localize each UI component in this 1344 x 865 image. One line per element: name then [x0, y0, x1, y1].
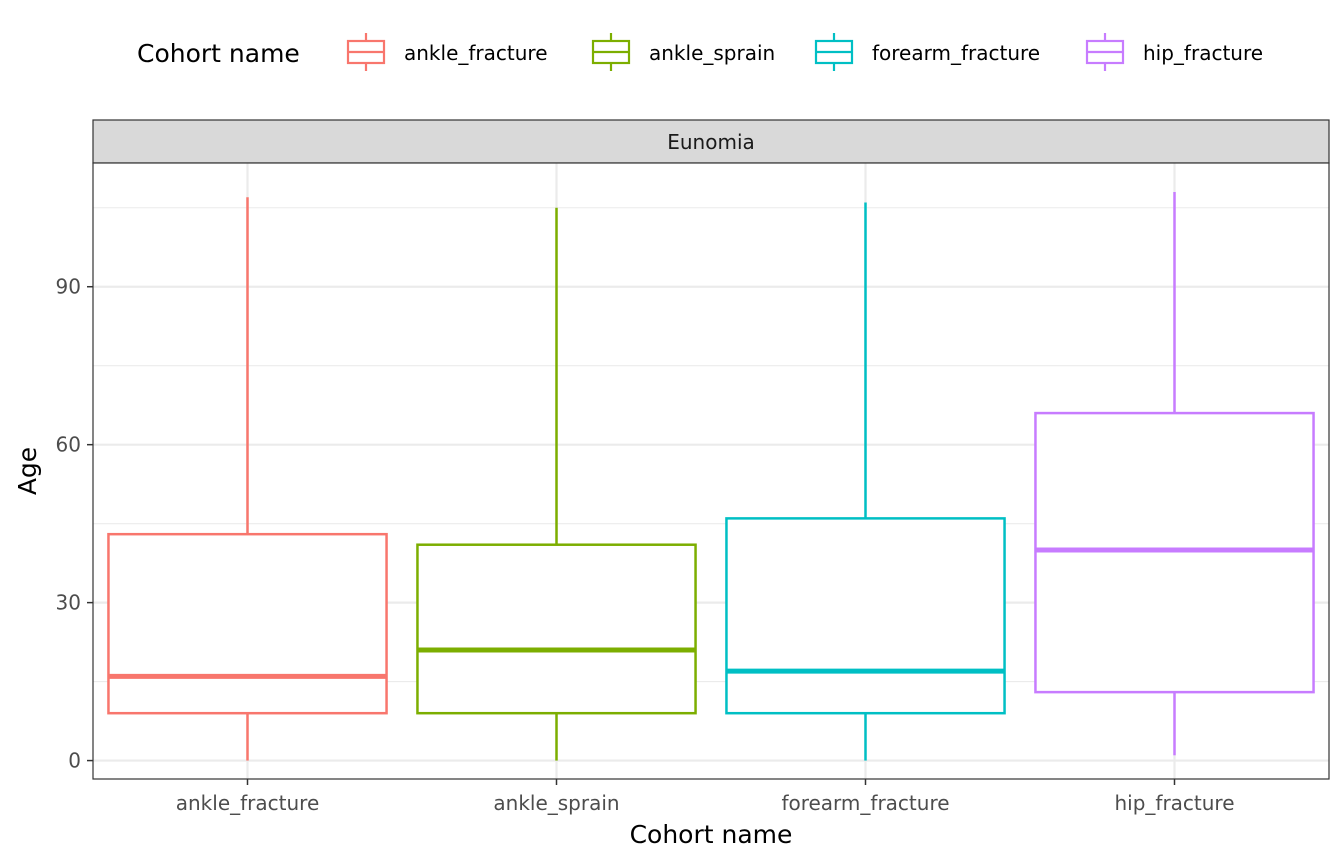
box-ankle_sprain — [416, 207, 697, 761]
legend-label: hip_fracture — [1143, 41, 1263, 65]
legend-item-forearm_fracture: forearm_fracture — [814, 33, 1040, 71]
legend-label: ankle_fracture — [404, 41, 548, 65]
boxes — [107, 191, 1315, 761]
x-axis-title: Cohort name — [630, 820, 793, 849]
facet-strip-label: Eunomia — [667, 130, 755, 154]
legend-items: ankle_fracture ankle_sprain forearm_fractu… — [346, 33, 1263, 71]
box-iqr — [416, 543, 697, 715]
y-tick-label: 0 — [68, 749, 81, 773]
facet-strip: Eunomia — [92, 119, 1330, 164]
y-axis-title: Age — [13, 447, 42, 495]
panel-border — [92, 162, 1330, 780]
x-tick-label: forearm_fracture — [781, 791, 949, 815]
legend-label: ankle_sprain — [649, 41, 775, 65]
x-tick-label: ankle_fracture — [176, 791, 320, 815]
legend-item-hip_fracture: hip_fracture — [1085, 33, 1263, 71]
box-ankle_fracture — [107, 197, 388, 761]
legend-item-ankle_fracture: ankle_fracture — [346, 33, 548, 71]
legend-item-ankle_sprain: ankle_sprain — [591, 33, 775, 71]
legend: Cohort name ankle_fracture ankle_sprain fo… — [137, 33, 1263, 71]
y-tick-label: 30 — [56, 591, 81, 615]
legend-title: Cohort name — [137, 39, 300, 68]
y-axis: 0 30 60 90 — [56, 275, 93, 773]
plot-panel — [92, 162, 1330, 780]
x-tick-label: ankle_sprain — [493, 791, 619, 815]
box-iqr — [107, 532, 388, 715]
box-forearm_fracture — [725, 202, 1006, 761]
x-tick-label: hip_fracture — [1114, 791, 1234, 815]
box-iqr — [725, 517, 1006, 715]
y-tick-label: 90 — [56, 275, 81, 299]
facet-strip-background — [92, 119, 1330, 164]
box-hip_fracture — [1034, 191, 1315, 756]
box-iqr — [1034, 411, 1315, 694]
legend-label: forearm_fracture — [872, 41, 1040, 65]
y-tick-label: 60 — [56, 433, 81, 457]
x-axis: ankle_fracture ankle_sprain forearm_fractu… — [176, 779, 1235, 815]
